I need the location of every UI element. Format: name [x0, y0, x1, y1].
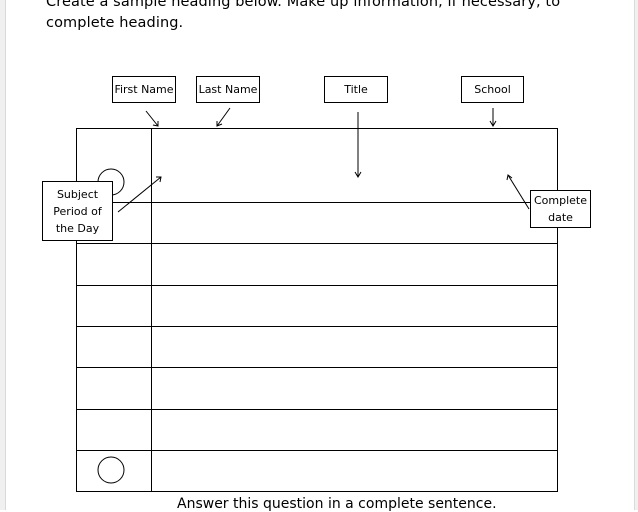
label-subject-period: Subject Period of the Day [42, 181, 113, 241]
label-school: School [461, 76, 524, 103]
paper-outline [76, 128, 558, 492]
binder-hole-bottom [97, 456, 125, 484]
answer-prompt: Answer this question in a complete sente… [177, 496, 497, 512]
arrow-first-name [145, 110, 159, 127]
arrowhead [506, 174, 513, 181]
label-first-name: First Name [112, 76, 176, 103]
arrow-last-name [216, 107, 231, 127]
page-left-edge [0, 0, 6, 510]
arrow-subject [117, 176, 162, 213]
arrowhead [156, 176, 162, 183]
label-complete-date: Complete date [530, 190, 591, 228]
arrow-date [507, 174, 530, 210]
page-right-edge [634, 0, 638, 510]
arrowhead [216, 121, 223, 127]
label-title: Title [324, 76, 388, 103]
instructions-text: Create a sample heading below. Make up i… [46, 0, 561, 31]
arrowhead [489, 120, 497, 127]
arrowhead [354, 171, 362, 178]
arrowhead [152, 121, 159, 127]
label-last-name: Last Name [196, 76, 260, 103]
